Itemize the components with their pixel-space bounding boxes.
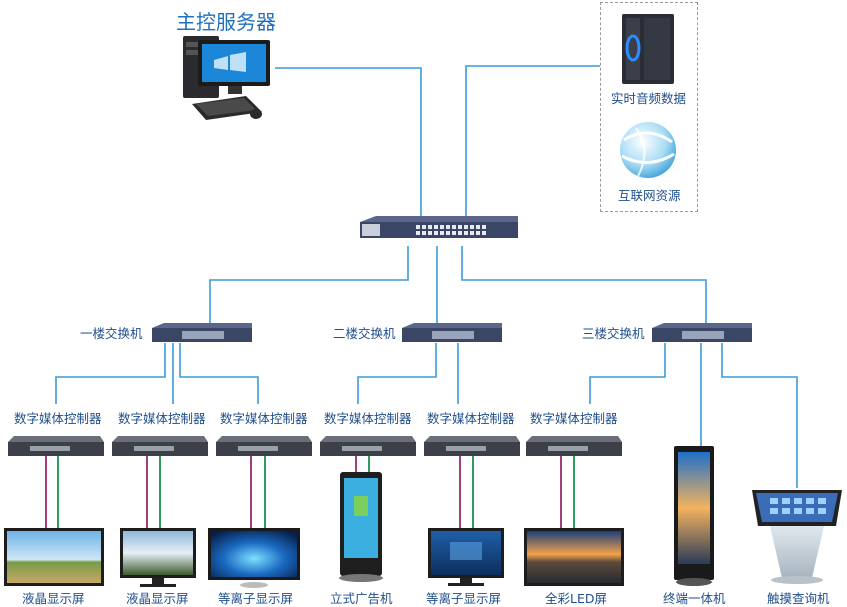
server-computer-icon [183,36,270,120]
media-controller-icon-2 [112,436,208,456]
link-f1-c3 [179,343,259,404]
core-switch-icon [360,216,518,238]
link-sources-core [465,65,600,220]
audio-server-icon [622,14,674,84]
led-screen-icon [524,528,624,586]
floor1-switch-icon [152,323,252,342]
display-label-1: 液晶显示屏 [22,591,85,606]
link-server-core [275,67,422,220]
plasma-screen-icon-2 [428,528,504,586]
plasma-screen-icon-1 [208,528,300,588]
display-label-5: 等离子显示屏 [426,591,502,606]
floor2-switch-label: 二楼交换机 [333,326,396,341]
data-sources-box [600,2,698,212]
media-controller-icon-4 [320,436,416,456]
controller-label-5: 数字媒体控制器 [427,411,515,426]
link-f1-c1 [55,343,166,404]
lcd-screen-icon-2 [120,528,196,587]
standing-ad-player-icon [339,472,383,582]
internet-globe-icon [620,122,676,178]
floor3-switch-icon [652,323,752,342]
controller-label-3: 数字媒体控制器 [220,411,308,426]
link-core-floor3 [461,246,707,327]
controller-label-2: 数字媒体控制器 [118,411,206,426]
backbone-links [55,65,798,488]
floor3-switch-label: 三楼交换机 [582,326,645,341]
lcd-screen-icon-1 [4,528,104,586]
link-f3-kiosk [721,343,798,488]
media-controller-icon-3 [216,436,312,456]
controller-label-4: 数字媒体控制器 [324,411,412,426]
internet-resource-label: 互联网资源 [618,188,681,203]
display-label-4: 立式广告机 [330,591,393,606]
touch-query-kiosk-icon [752,490,842,584]
media-controller-icon-5 [424,436,520,456]
link-f3-c6 [589,343,666,404]
display-label-2: 液晶显示屏 [126,591,189,606]
floor1-switch-label: 一楼交换机 [80,326,143,341]
av-cables [45,455,575,530]
audio-data-label: 实时音频数据 [611,91,687,106]
controller-label-1: 数字媒体控制器 [14,411,102,426]
display-label-7: 终端一体机 [663,591,726,606]
media-controller-icon-1 [8,436,104,456]
display-label-6: 全彩LED屏 [545,591,607,606]
display-label-8: 触摸查询机 [767,591,830,606]
display-label-3: 等离子显示屏 [218,591,294,606]
media-controller-icon-6 [526,436,622,456]
controller-label-6: 数字媒体控制器 [530,411,618,426]
diagram-title: 主控服务器 [176,10,276,34]
terminal-kiosk-icon [674,446,714,586]
floor2-switch-icon [402,323,502,342]
link-f2-c4 [357,343,437,404]
link-core-floor1 [209,246,409,327]
